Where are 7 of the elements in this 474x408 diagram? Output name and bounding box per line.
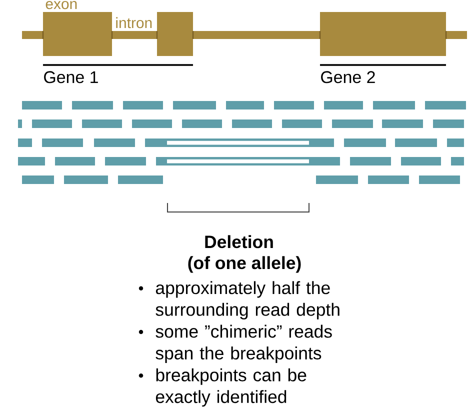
heading: Deletion bbox=[205, 235, 273, 248]
gene-label: Gene 2 bbox=[321, 71, 375, 84]
intron-label: intron bbox=[116, 17, 152, 28]
exon-label: exon bbox=[46, 0, 77, 10]
heading: (of one allele) bbox=[188, 256, 301, 273]
bullet-text: breakpoints can be exactly identified bbox=[156, 368, 306, 407]
gene-label: Gene 1 bbox=[44, 71, 98, 84]
